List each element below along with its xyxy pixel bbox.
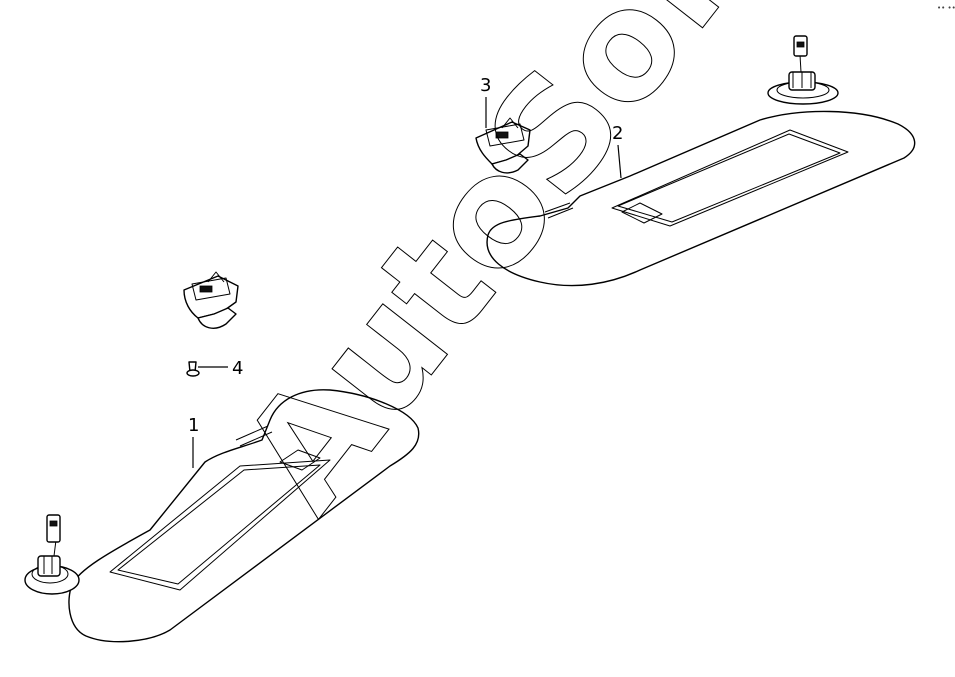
pivot-mount-right [767,35,839,105]
svg-text:4: 4 [232,358,243,379]
callout-4: 4 [198,358,243,379]
clip-upper [475,117,531,174]
sun-visor-left [24,389,420,643]
svg-text:2: 2 [612,123,623,144]
callout-2: 2 [612,123,623,179]
svg-text:3: 3 [480,75,491,96]
svg-text:1: 1 [188,415,199,436]
callout-3: 3 [480,75,491,128]
callout-1: 1 [188,415,199,468]
watermark: AutoSoft [209,0,805,542]
screw [186,361,200,377]
sun-visor-right [486,35,916,287]
corner-mark: •• ••• [937,4,955,12]
clip-lower [183,271,239,329]
pivot-mount-left [24,514,80,595]
